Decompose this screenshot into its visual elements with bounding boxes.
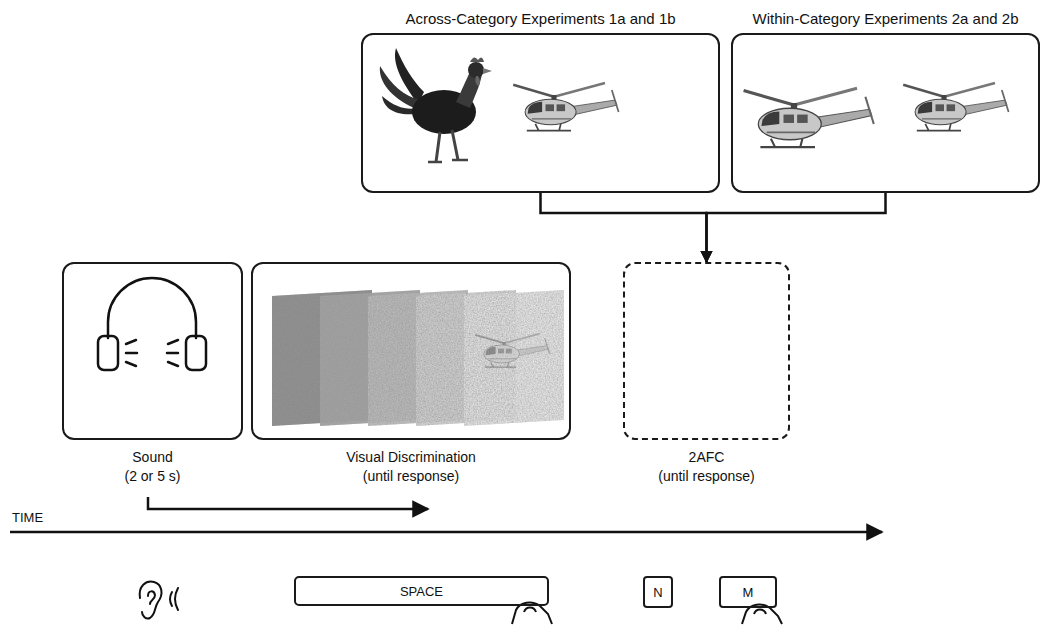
- timeline-arrow: [10, 531, 882, 534]
- connector: [541, 193, 707, 262]
- label-group: Sound(2 or 5 s): [124, 448, 180, 486]
- ear-icon: [140, 582, 178, 619]
- panel-heading: Across-Category Experiments 1a and 1b: [405, 10, 675, 27]
- key-box: M: [719, 576, 777, 608]
- key-label: SPACE: [400, 585, 443, 598]
- panel-heading: Within-Category Experiments 2a and 2b: [753, 10, 1019, 27]
- stimulus-panel: Across-Category Experiments 1a and 1b: [361, 33, 720, 193]
- label-group: Visual Discrimination(until response): [346, 448, 476, 486]
- connector: [707, 193, 886, 262]
- key-label: N: [653, 586, 662, 599]
- label-group: 2AFC(until response): [658, 448, 755, 486]
- key-box: N: [643, 576, 673, 608]
- duration-label: (2 or 5 s): [124, 467, 180, 486]
- rooster: [380, 48, 492, 162]
- choice-box: 2AFC(until response): [623, 262, 790, 440]
- duration-arrow: [148, 497, 428, 509]
- stage-label: 2AFC: [658, 448, 755, 467]
- stage-label: Sound: [124, 448, 180, 467]
- headphones-icon: [98, 278, 206, 370]
- duration-label: (until response): [346, 467, 476, 486]
- stage-label: Visual Discrimination: [346, 448, 476, 467]
- stimulus-panel: Within-Category Experiments 2a and 2b: [731, 33, 1040, 193]
- visual-box: Visual Discrimination(until response): [251, 262, 571, 440]
- sound-box: Sound(2 or 5 s): [62, 262, 243, 440]
- duration-label: (until response): [658, 467, 755, 486]
- axis-label: TIME: [12, 510, 43, 525]
- key-label: M: [743, 586, 754, 599]
- noise-panels: [272, 290, 564, 426]
- key-box: SPACE: [294, 576, 549, 606]
